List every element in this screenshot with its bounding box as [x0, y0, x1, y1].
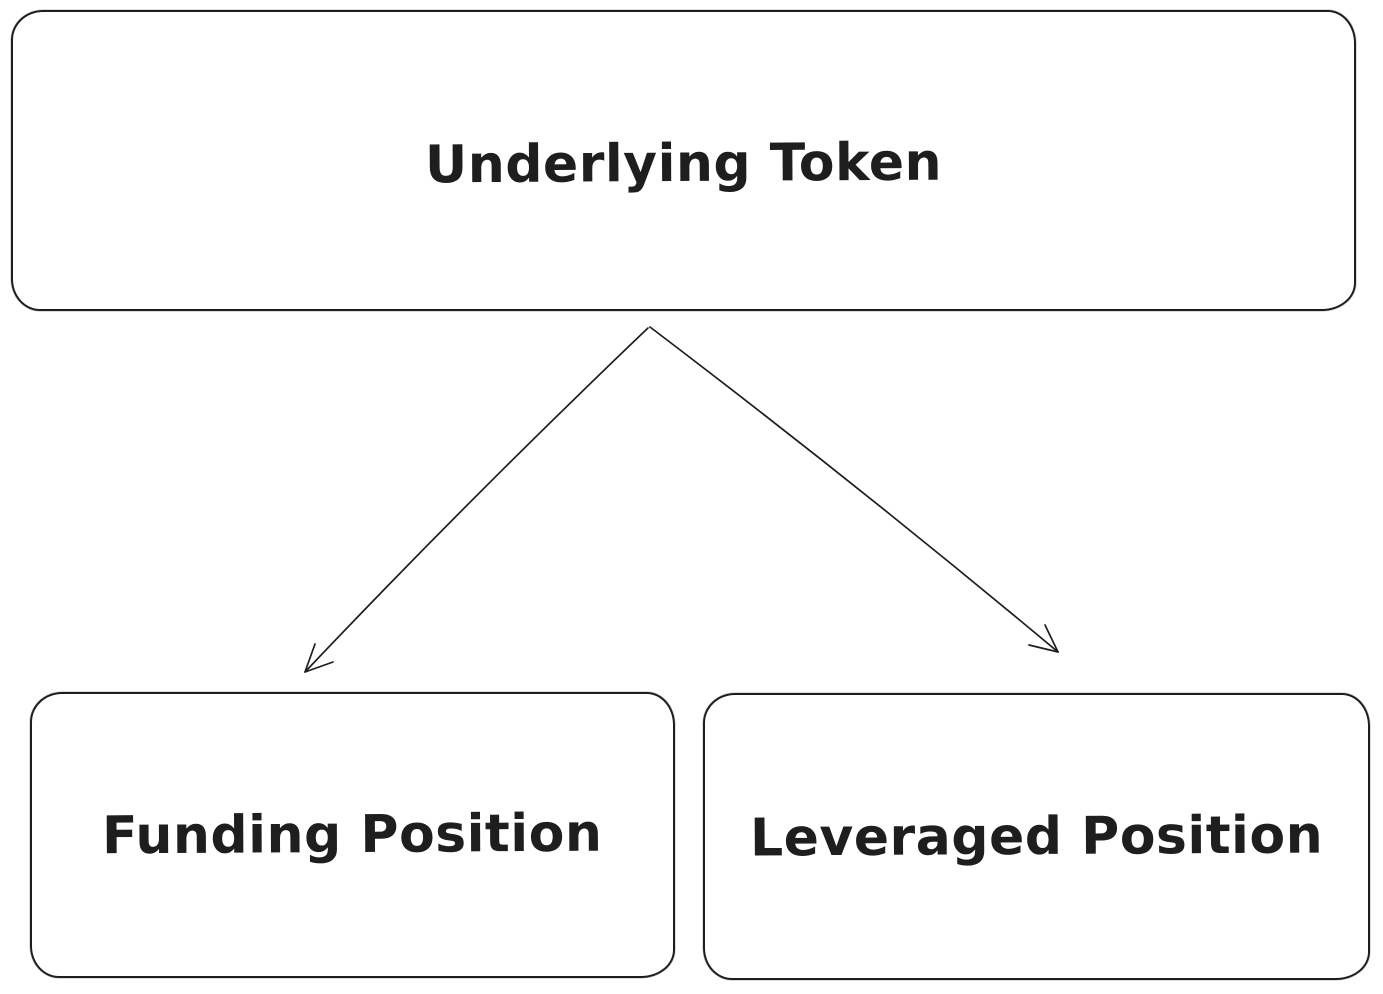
- node-funding-position-label: Funding Position: [102, 803, 603, 867]
- node-leveraged-position-label: Leveraged Position: [749, 804, 1324, 869]
- node-leveraged-position: Leveraged Position: [703, 693, 1370, 980]
- arrow-to-leveraged-position: [649, 326, 1059, 653]
- node-underlying-token: Underlying Token: [11, 10, 1356, 311]
- node-underlying-token-label: Underlying Token: [424, 132, 943, 195]
- node-funding-position: Funding Position: [30, 692, 675, 978]
- arrow-to-funding-position: [304, 327, 649, 673]
